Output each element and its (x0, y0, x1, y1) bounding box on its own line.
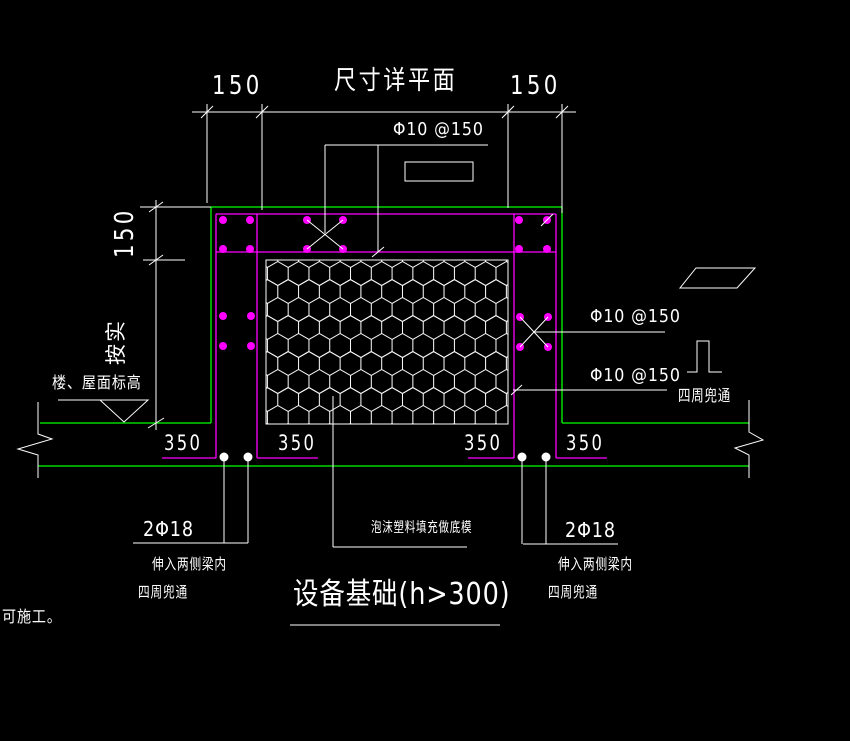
top-rebar-leader (324, 144, 488, 258)
note-left-perimeter: 四周兜通 (138, 583, 188, 601)
label-foam-filler: 泡沫塑料填充做底模 (371, 520, 473, 536)
rebar-lines-magenta (162, 213, 607, 459)
note-constructable: 可施工。 (2, 607, 62, 626)
plan-note: 尺寸详平面 (334, 66, 458, 96)
note-right-perimeter: 四周兜通 (548, 583, 598, 601)
break-mark-left (16, 402, 54, 478)
label-floor-roof-level: 楼、屋面标高 (52, 373, 142, 392)
label-top-rebar: Φ10 @150 (393, 119, 484, 140)
dim-top-left-150: 150 (212, 71, 263, 101)
break-mark-right (733, 400, 765, 478)
note-left-anchor-beams: 伸入两侧梁内 (152, 555, 227, 573)
detail-parallelogram-symbol (678, 267, 757, 289)
dim-left-150: 150 (110, 207, 140, 258)
drawing-title: 设备基础(h>300) (293, 577, 511, 612)
note-right-anchor-beams: 伸入两侧梁内 (558, 555, 633, 573)
dim-350-right-inner: 350 (464, 431, 503, 455)
dim-top-right-150: 150 (510, 71, 561, 101)
level-symbol (58, 399, 150, 423)
dim-350-left-outer: 350 (164, 431, 203, 455)
foam-hex-hatch (265, 259, 509, 425)
label-perimeter-note-right: 四周兜通 (678, 386, 732, 405)
label-left-2phi18: 2Φ18 (143, 517, 194, 541)
dim-350-right-outer: 350 (566, 431, 605, 455)
label-right-rebar-upper: Φ10 @150 (590, 306, 681, 327)
left-dimension-line (140, 200, 211, 430)
dim-350-left-inner: 350 (278, 431, 317, 455)
concrete-outline-green (38, 206, 749, 467)
bottom-bars-and-leaders (133, 396, 618, 626)
right-leaders (510, 331, 667, 396)
top-dimension-line (192, 104, 576, 213)
stirrup-step-symbol (687, 340, 722, 373)
note-depth-as-built: 按实 (104, 319, 128, 365)
label-right-rebar-lower: Φ10 @150 (590, 365, 681, 386)
label-right-2phi18: 2Φ18 (565, 518, 616, 542)
